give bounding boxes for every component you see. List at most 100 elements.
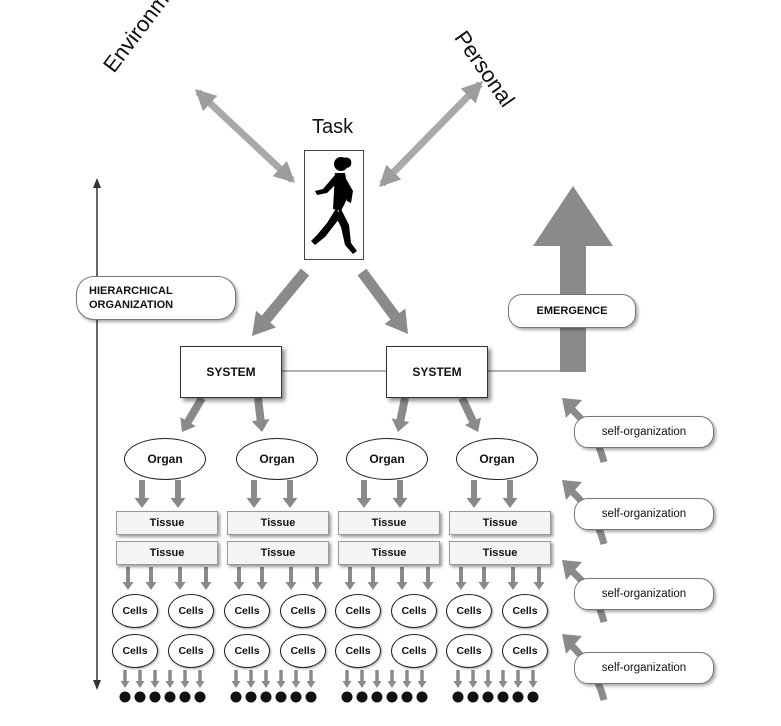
environment-task-double-arrow <box>194 89 296 183</box>
molecule-dot-2-1 <box>230 691 242 703</box>
tissue-3-to-cells-arrow-1 <box>344 567 356 590</box>
cell-4-4: Cells <box>502 634 548 668</box>
molecule-dot-2-3 <box>260 691 272 703</box>
self-organization-arrowhead-1 <box>562 398 582 418</box>
molecule-dot-3-4 <box>386 691 398 703</box>
cell-3-4: Cells <box>391 634 437 668</box>
cells-1-down-arrow-4 <box>165 670 175 688</box>
cell-3-1: Cells <box>335 594 381 628</box>
cell-1-1: Cells <box>112 594 158 628</box>
molecule-dot-2-5 <box>290 691 302 703</box>
organ-4-to-tissue-arrow-a <box>466 480 482 508</box>
task-figure <box>304 150 364 260</box>
tissue-2-to-cells-arrow-1 <box>233 567 245 590</box>
molecule-dot-1-2 <box>134 691 146 703</box>
molecule-dot-4-2 <box>467 691 479 703</box>
cells-1-down-arrow-3 <box>150 670 160 688</box>
cells-4-down-arrow-2 <box>468 670 478 688</box>
cell-4-2: Cells <box>502 594 548 628</box>
organ-4: Organ <box>456 438 538 480</box>
emergence-up-arrow <box>533 186 613 372</box>
cell-1-2: Cells <box>168 594 214 628</box>
tissue-2-to-cells-arrow-2 <box>256 567 268 590</box>
cells-4-down-arrow-5 <box>513 670 523 688</box>
tissue-2a: Tissue <box>227 511 329 535</box>
organ-3-to-tissue-arrow-b <box>392 480 408 508</box>
hierarchy-axis-top-arrowhead <box>93 178 101 188</box>
molecule-dot-3-6 <box>416 691 428 703</box>
organ-1-to-tissue-arrow-b <box>170 480 186 508</box>
cells-2-down-arrow-5 <box>291 670 301 688</box>
task-label: Task <box>312 116 354 138</box>
self-organization-label-3: self-organization <box>574 578 714 610</box>
cells-3-down-arrow-6 <box>417 670 427 688</box>
tissue-1-to-cells-arrow-1 <box>122 567 134 590</box>
molecule-dot-1-4 <box>164 691 176 703</box>
cells-1-down-arrow-1 <box>120 670 130 688</box>
molecule-dot-4-6 <box>527 691 539 703</box>
molecule-dot-2-6 <box>305 691 317 703</box>
organ-1: Organ <box>124 438 206 480</box>
cells-2-down-arrow-3 <box>261 670 271 688</box>
personal-task-double-arrow <box>379 81 483 187</box>
organ-1-to-tissue-arrow-a <box>134 480 150 508</box>
molecule-dot-3-3 <box>371 691 383 703</box>
self-organization-arrowhead-2 <box>562 480 582 500</box>
system-box-left: SYSTEM <box>180 346 282 398</box>
cell-2-3: Cells <box>224 634 270 668</box>
molecule-dot-4-5 <box>512 691 524 703</box>
cell-2-1: Cells <box>224 594 270 628</box>
organ-2-to-tissue-arrow-a <box>246 480 262 508</box>
tissue-1-to-cells-arrow-4 <box>200 567 212 590</box>
molecule-dot-3-5 <box>401 691 413 703</box>
emergence-label: EMERGENCE <box>508 294 636 328</box>
cell-3-3: Cells <box>335 634 381 668</box>
cells-4-down-arrow-3 <box>483 670 493 688</box>
system-right-to-organ-4-arrow <box>458 396 482 432</box>
cells-4-down-arrow-1 <box>453 670 463 688</box>
tissue-3-to-cells-arrow-2 <box>367 567 379 590</box>
cells-1-down-arrow-2 <box>135 670 145 688</box>
cells-1-down-arrow-5 <box>180 670 190 688</box>
molecule-dot-3-2 <box>356 691 368 703</box>
cell-3-2: Cells <box>391 594 437 628</box>
tissue-4-to-cells-arrow-1 <box>455 567 467 590</box>
tissue-1-to-cells-arrow-3 <box>174 567 186 590</box>
cells-2-down-arrow-1 <box>231 670 241 688</box>
cells-3-down-arrow-4 <box>387 670 397 688</box>
tissue-3a: Tissue <box>338 511 440 535</box>
cells-2-down-arrow-6 <box>306 670 316 688</box>
tissue-2b: Tissue <box>227 541 329 565</box>
molecule-dot-3-1 <box>341 691 353 703</box>
tissue-2-to-cells-arrow-3 <box>285 567 297 590</box>
cells-2-down-arrow-2 <box>246 670 256 688</box>
molecule-dot-2-4 <box>275 691 287 703</box>
task-to-system-left-arrow <box>252 268 310 336</box>
molecule-dot-1-6 <box>194 691 206 703</box>
cell-4-3: Cells <box>446 634 492 668</box>
tissue-1-to-cells-arrow-2 <box>145 567 157 590</box>
molecule-dot-4-1 <box>452 691 464 703</box>
tissue-1a: Tissue <box>116 511 218 535</box>
tissue-4a: Tissue <box>449 511 551 535</box>
cells-4-down-arrow-4 <box>498 670 508 688</box>
cells-3-down-arrow-3 <box>372 670 382 688</box>
tissue-2-to-cells-arrow-4 <box>311 567 323 590</box>
molecule-dot-1-1 <box>119 691 131 703</box>
self-organization-label-4: self-organization <box>574 652 714 684</box>
tissue-4-to-cells-arrow-4 <box>533 567 545 590</box>
system-box-right: SYSTEM <box>386 346 488 398</box>
cell-2-4: Cells <box>280 634 326 668</box>
organ-3-to-tissue-arrow-a <box>356 480 372 508</box>
organ-2-to-tissue-arrow-b <box>282 480 298 508</box>
cells-2-down-arrow-4 <box>276 670 286 688</box>
organ-3: Organ <box>346 438 428 480</box>
self-organization-label-2: self-organization <box>574 498 714 530</box>
cell-1-3: Cells <box>112 634 158 668</box>
tissue-3-to-cells-arrow-4 <box>422 567 434 590</box>
hierarchy-axis-bottom-arrowhead <box>93 680 101 690</box>
cell-2-2: Cells <box>280 594 326 628</box>
molecule-dot-4-3 <box>482 691 494 703</box>
molecule-dot-2-2 <box>245 691 257 703</box>
hierarchical-organization-text: HIERARCHICAL ORGANIZATION <box>89 285 174 311</box>
